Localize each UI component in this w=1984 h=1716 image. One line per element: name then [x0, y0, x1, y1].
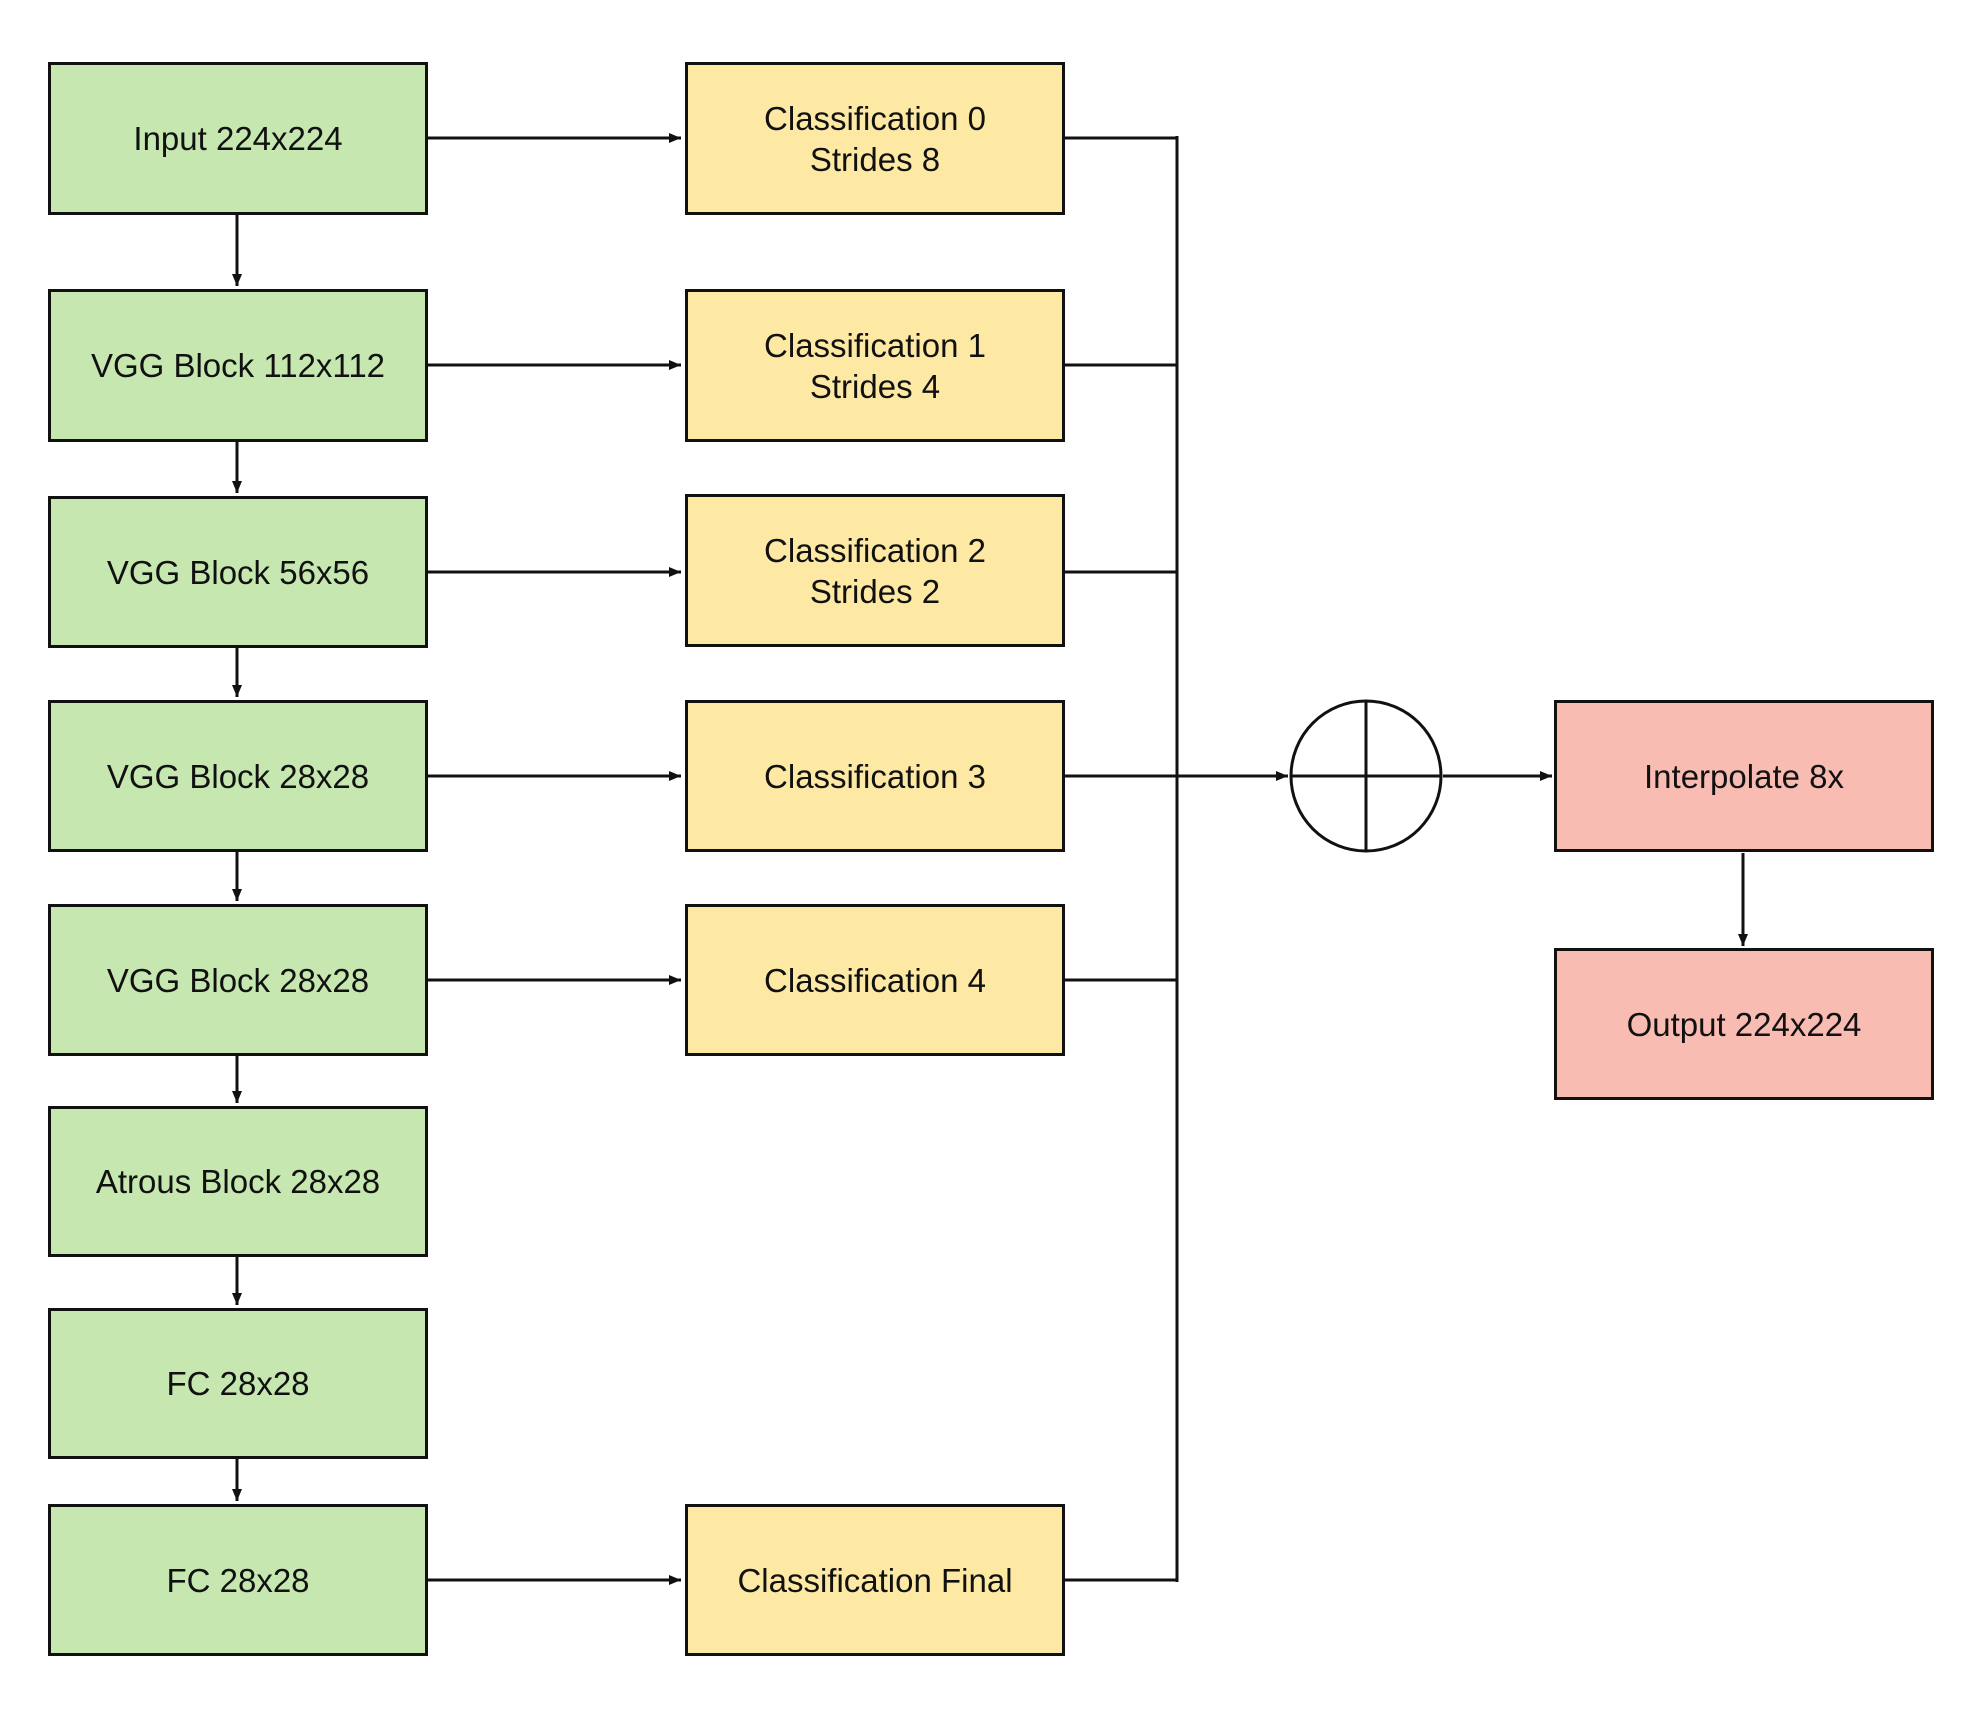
sum-node [1289, 699, 1443, 853]
node-vgg-block-28-b-label: VGG Block 28x28 [106, 961, 370, 999]
node-input-label: Input 224x224 [133, 120, 343, 157]
node-vgg-block-112: VGG Block 112x112 [48, 289, 428, 442]
node-atrous-block-label: Atrous Block 28x28 [95, 1163, 381, 1200]
node-classification-1-line1: Classification 1 [764, 326, 986, 364]
node-classification-4-label: Classification 4 [764, 961, 986, 999]
node-vgg-block-112-label: VGG Block 112x112 [90, 347, 386, 384]
node-output-label: Output 224x224 [1626, 1005, 1862, 1043]
node-fc-2-label: FC 28x28 [166, 1561, 310, 1599]
node-classification-1: Classification 1 Strides 4 [685, 289, 1065, 442]
node-classification-final: Classification Final [685, 1504, 1065, 1656]
node-input: Input 224x224 [48, 62, 428, 215]
node-classification-0-line2: Strides 8 [809, 140, 941, 178]
node-atrous-block: Atrous Block 28x28 [48, 1106, 428, 1257]
node-classification-3: Classification 3 [685, 700, 1065, 852]
node-classification-0-line1: Classification 0 [764, 99, 986, 137]
node-classification-2: Classification 2 Strides 2 [685, 494, 1065, 647]
node-output: Output 224x224 [1554, 948, 1934, 1100]
node-classification-1-line2: Strides 4 [809, 367, 941, 405]
node-classification-3-label: Classification 3 [764, 757, 986, 795]
node-fc-1-label: FC 28x28 [166, 1365, 310, 1402]
node-classification-2-line2: Strides 2 [809, 572, 941, 610]
node-vgg-block-56-label: VGG Block 56x56 [106, 553, 370, 591]
node-classification-2-line1: Classification 2 [764, 531, 986, 569]
node-interpolate: Interpolate 8x [1554, 700, 1934, 852]
node-vgg-block-28-a: VGG Block 28x28 [48, 700, 428, 852]
node-interpolate-label: Interpolate 8x [1644, 757, 1844, 795]
node-vgg-block-56: VGG Block 56x56 [48, 496, 428, 648]
node-fc-2: FC 28x28 [48, 1504, 428, 1656]
node-classification-0: Classification 0 Strides 8 [685, 62, 1065, 215]
node-classification-final-label: Classification Final [737, 1561, 1013, 1599]
node-vgg-block-28-b: VGG Block 28x28 [48, 904, 428, 1056]
node-classification-4: Classification 4 [685, 904, 1065, 1056]
node-vgg-block-28-a-label: VGG Block 28x28 [106, 757, 370, 795]
node-fc-1: FC 28x28 [48, 1308, 428, 1459]
